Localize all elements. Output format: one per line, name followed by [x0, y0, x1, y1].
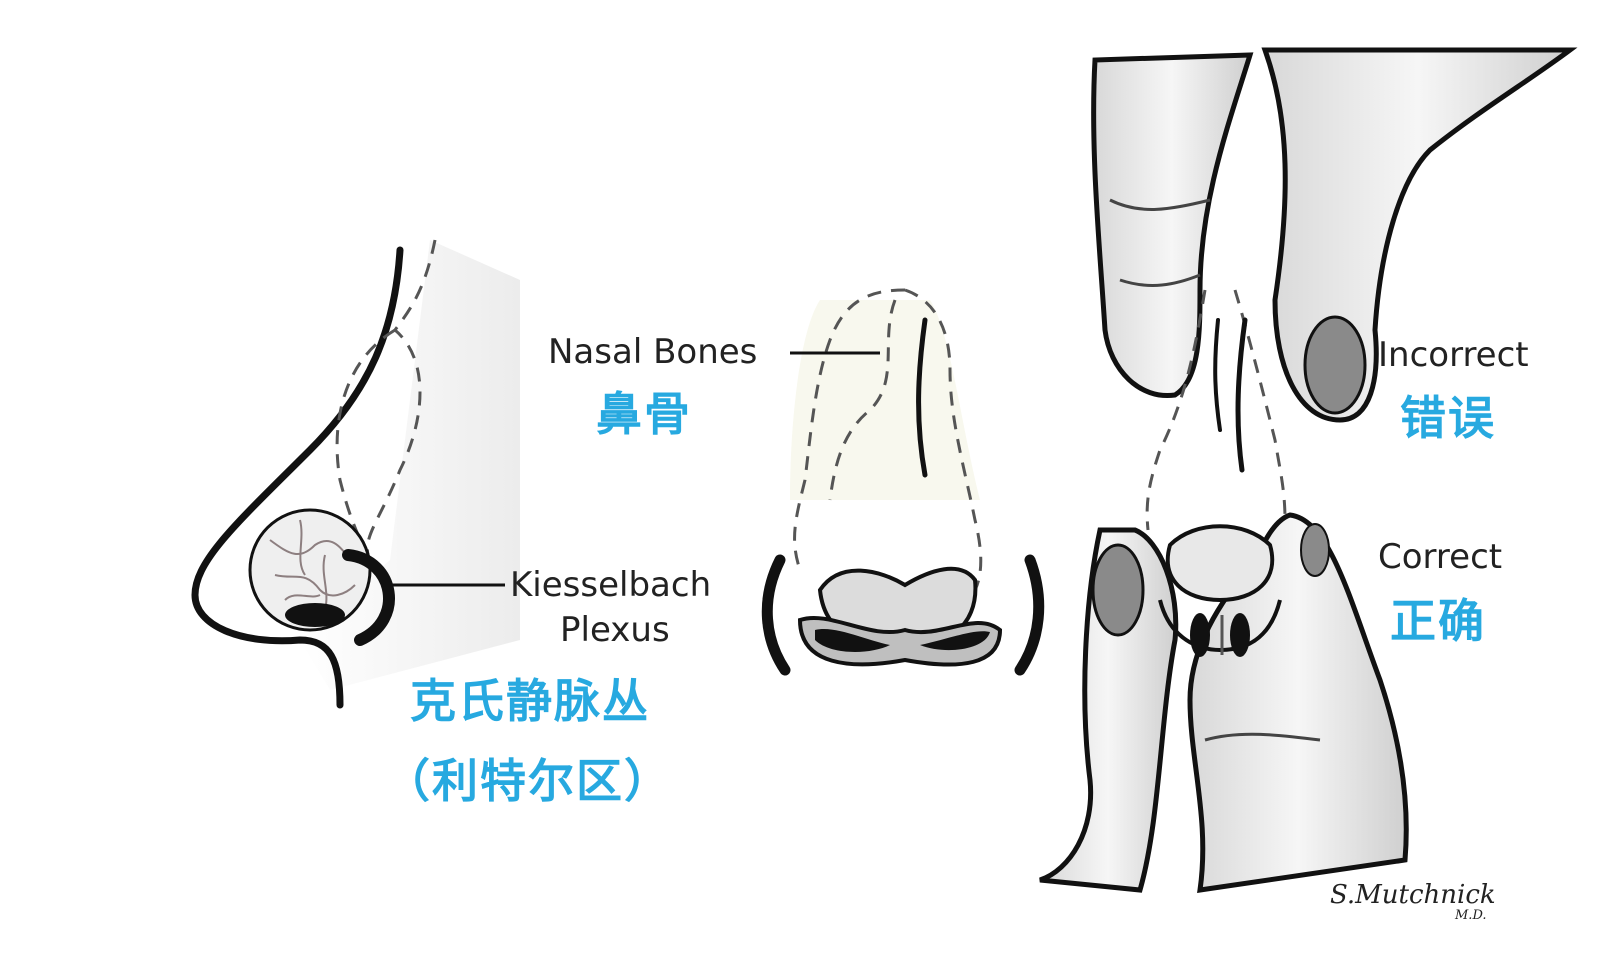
- nasal-bones-label: Nasal Bones: [548, 332, 758, 372]
- profile-outline: [191, 246, 404, 709]
- incorrect-dorsum-line: [1235, 317, 1248, 473]
- columella: [797, 616, 1003, 667]
- alar-rim: [342, 549, 395, 646]
- incorrect-label: Incorrect: [1378, 335, 1529, 375]
- nose-front-view: [761, 288, 1045, 676]
- upper-left-finger: [1091, 52, 1254, 399]
- nose-profile-view: [191, 239, 520, 709]
- correct-right-nostril: [1230, 613, 1250, 657]
- correct-label: Correct: [1378, 537, 1503, 577]
- correct-nose-tip: [1165, 524, 1275, 603]
- nasal-bones-label-zh: 鼻骨: [596, 387, 692, 441]
- lower-thumb-nail: [1300, 523, 1330, 577]
- profile-face-shading: [300, 240, 520, 690]
- incorrect-nose-dashed-right: [1233, 289, 1287, 521]
- front-nose-dashed-right: [904, 288, 983, 591]
- kiesselbach-label-line2: Plexus: [560, 610, 670, 650]
- correct-pinch-illustration: [1039, 512, 1409, 893]
- artist-signature: S.Mutchnick: [1330, 880, 1496, 910]
- right-ala: [1014, 554, 1045, 676]
- nostril-opening: [285, 603, 345, 627]
- kiesselbach-label-line1: Kiesselbach: [510, 565, 712, 605]
- kiesselbach-label-zh-line2: （利特尔区）: [384, 754, 672, 808]
- incorrect-label-zh: 错误: [1400, 391, 1496, 445]
- incorrect-left-dorsum: [1213, 318, 1222, 432]
- lower-thumb-crease: [1204, 732, 1321, 742]
- upper-thumb-nail: [1303, 315, 1367, 415]
- nasal-bone-dashed-inner: [335, 328, 396, 561]
- artist-signature-suffix: M.D.: [1455, 908, 1487, 923]
- incorrect-pinch-illustration: [1091, 47, 1578, 531]
- upper-left-finger-crease: [1119, 273, 1201, 287]
- lower-left-finger: [1039, 527, 1179, 893]
- left-ala: [761, 554, 791, 676]
- lower-left-nail: [1091, 543, 1145, 637]
- front-nose-shading: [790, 300, 980, 500]
- front-nose-dashed-center: [828, 299, 897, 501]
- correct-nose-alae: [1158, 599, 1282, 653]
- incorrect-nose-dashed-left: [1145, 289, 1207, 531]
- right-nostril: [920, 631, 990, 651]
- upper-left-finger-crease2: [1109, 198, 1211, 211]
- correct-label-zh: 正确: [1390, 594, 1486, 648]
- correct-left-nostril: [1190, 613, 1210, 657]
- nasal-dorsum-line: [916, 317, 928, 478]
- kiesselbach-label-zh-line1: 克氏静脉丛: [410, 674, 650, 728]
- left-nostril: [815, 628, 890, 652]
- nasal-bone-dashed: [365, 239, 437, 561]
